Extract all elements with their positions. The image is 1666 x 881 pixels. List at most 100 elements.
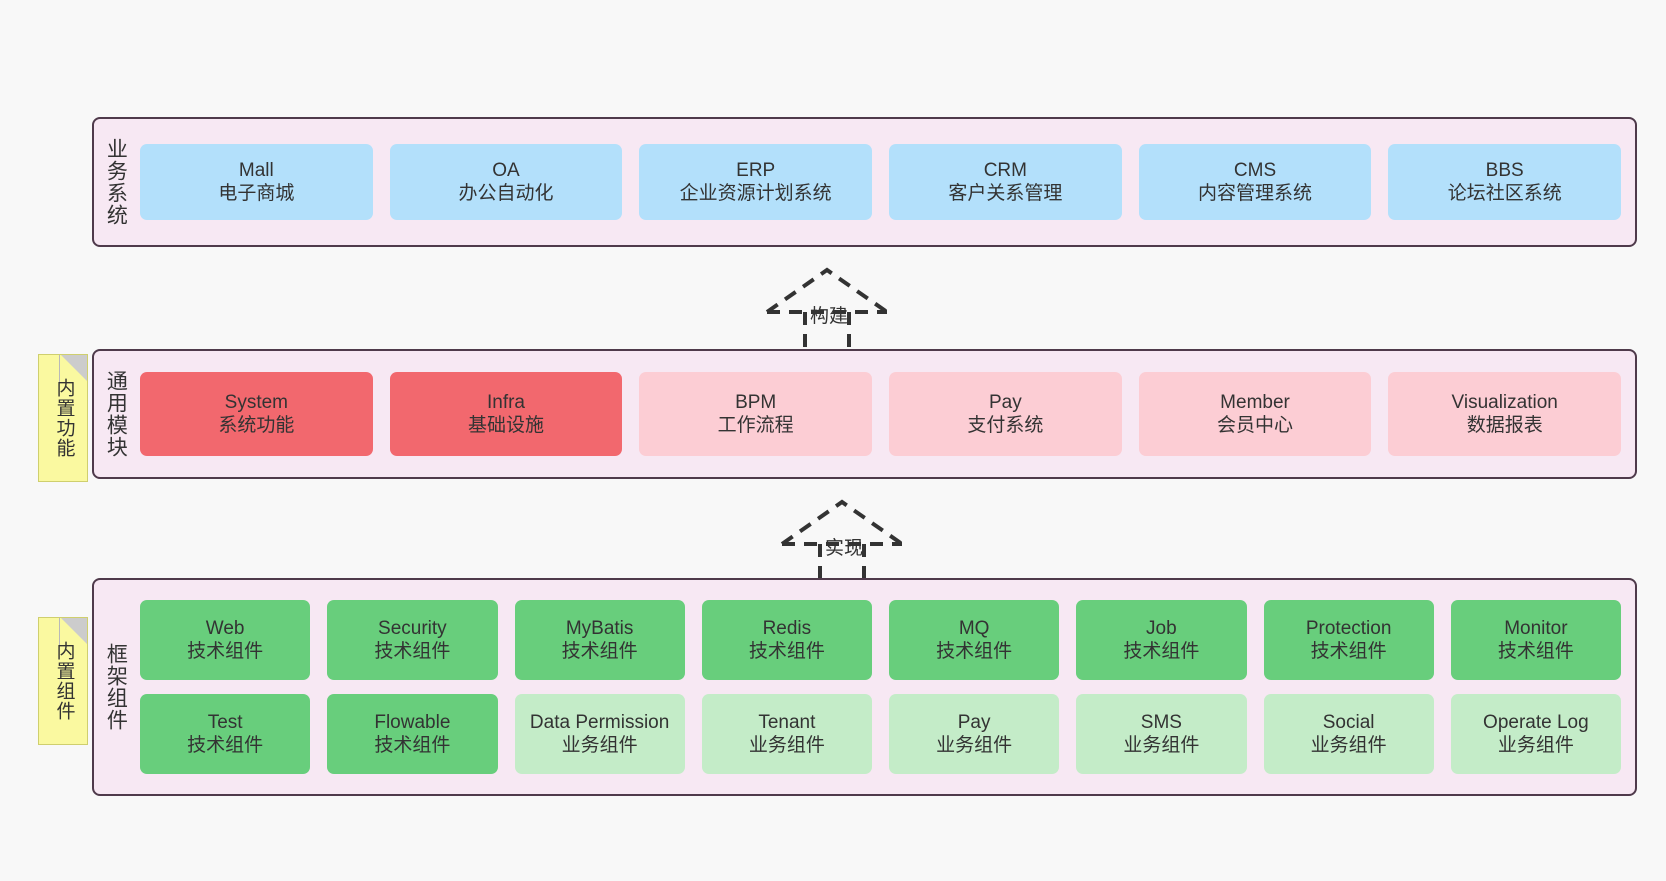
connector-build: 构建 [760,262,970,354]
module-name-cn: 会员中心 [1217,415,1294,436]
module-name-en: MyBatis [565,617,634,639]
module-name-en: ERP [736,159,776,181]
module-box-system[interactable]: System 系统功能 [140,372,373,456]
module-box-bbs[interactable]: BBS 论坛社区系统 [1388,144,1622,220]
layer-framework-components: 框架组件 Web 技术组件 Security 技术组件 MyBatis 技术组件… [92,578,1637,796]
module-name-cn: 技术组件 [936,641,1013,662]
layer-title-business: 业务系统 [104,138,128,226]
module-name-cn: 技术组件 [374,641,451,662]
module-name-en: System [224,391,289,413]
connector-label-implement: 实现 [825,538,864,559]
note-fold-icon [61,618,87,644]
module-name-en: Pay [957,711,991,733]
module-name-en: Infra [486,391,526,413]
module-name-cn: 电子商城 [218,183,295,204]
module-box-pay[interactable]: Pay 支付系统 [889,372,1122,456]
module-name-en: OA [492,159,520,181]
module-name-cn: 技术组件 [374,735,451,756]
module-name-en: CRM [983,159,1027,181]
note-builtin-component: 内置组件 [38,617,88,745]
module-box-erp[interactable]: ERP 企业资源计划系统 [639,144,873,220]
module-name-cn: 业务组件 [748,735,825,756]
module-name-cn: 基础设施 [468,415,545,436]
module-box-operate-log[interactable]: Operate Log 业务组件 [1450,694,1621,774]
module-box-protection[interactable]: Protection 技术组件 [1263,600,1434,680]
module-box-data-permission[interactable]: Data Permission 业务组件 [514,694,685,774]
module-name-cn: 支付系统 [967,415,1044,436]
module-name-cn: 企业资源计划系统 [679,183,832,204]
module-name-cn: 内容管理系统 [1198,183,1313,204]
module-box-sms[interactable]: SMS 业务组件 [1076,694,1247,774]
module-box-tenant[interactable]: Tenant 业务组件 [701,694,872,774]
module-name-cn: 系统功能 [218,415,295,436]
module-name-cn: 办公自动化 [458,183,554,204]
module-name-cn: 技术组件 [748,641,825,662]
note-fold-edge [59,355,87,382]
module-box-crm[interactable]: CRM 客户关系管理 [889,144,1122,220]
module-name-en: Redis [762,617,812,639]
module-name-cn: 工作流程 [717,415,794,436]
module-box-test[interactable]: Test 技术组件 [140,694,311,774]
framework-row-tech: Web 技术组件 Security 技术组件 MyBatis 技术组件 Redi… [140,600,1621,680]
layer-body-common: System 系统功能 Infra 基础设施 BPM 工作流程 Pay 支付系统… [136,351,1635,477]
module-box-member[interactable]: Member 会员中心 [1138,372,1372,456]
module-name-cn: 数据报表 [1466,415,1543,436]
module-name-en: Pay [988,391,1022,413]
module-name-cn: 技术组件 [1123,641,1200,662]
module-name-en: Web [205,617,245,639]
module-box-mall[interactable]: Mall 电子商城 [140,144,373,220]
common-row: System 系统功能 Infra 基础设施 BPM 工作流程 Pay 支付系统… [140,372,1622,456]
module-box-redis[interactable]: Redis 技术组件 [701,600,872,680]
module-name-en: Data Permission [529,711,670,733]
business-row: Mall 电子商城 OA 办公自动化 ERP 企业资源计划系统 CRM 客户关系… [140,144,1622,220]
module-name-cn: 技术组件 [187,641,264,662]
module-name-en: BBS [1485,159,1524,181]
module-name-en: Protection [1305,617,1392,639]
note-label: 内置组件 [53,641,75,721]
layer-common-modules: 通用模块 System 系统功能 Infra 基础设施 BPM 工作流程 Pay… [92,349,1637,479]
layer-body-framework: Web 技术组件 Security 技术组件 MyBatis 技术组件 Redi… [136,580,1635,794]
module-box-web[interactable]: Web 技术组件 [140,600,311,680]
layer-business-systems: 业务系统 Mall 电子商城 OA 办公自动化 ERP 企业资源计划系统 CRM… [92,117,1637,247]
module-name-cn: 技术组件 [1310,641,1387,662]
module-box-oa[interactable]: OA 办公自动化 [389,144,623,220]
module-box-cms[interactable]: CMS 内容管理系统 [1138,144,1372,220]
module-name-en: SMS [1140,711,1182,733]
module-box-flowable[interactable]: Flowable 技术组件 [327,694,498,774]
module-box-social[interactable]: Social 业务组件 [1263,694,1434,774]
module-box-pay-component[interactable]: Pay 业务组件 [889,694,1060,774]
module-name-en: Mall [238,159,274,181]
generalization-triangle-implement [780,499,904,546]
connector-implement: 实现 [775,494,985,586]
module-name-en: MQ [958,617,990,639]
module-name-en: BPM [735,391,777,413]
module-box-security[interactable]: Security 技术组件 [327,600,498,680]
connector-label-build: 构建 [810,306,849,327]
module-name-en: CMS [1233,159,1277,181]
module-name-cn: 业务组件 [1497,735,1574,756]
note-builtin-function: 内置功能 [38,354,88,482]
module-box-job[interactable]: Job 技术组件 [1076,600,1247,680]
layer-title-common: 通用模块 [104,370,128,458]
module-box-monitor[interactable]: Monitor 技术组件 [1450,600,1621,680]
module-name-en: Security [378,617,447,639]
module-box-mq[interactable]: MQ 技术组件 [889,600,1060,680]
module-name-cn: 技术组件 [561,641,638,662]
module-name-en: Social [1322,711,1375,733]
module-box-bpm[interactable]: BPM 工作流程 [639,372,873,456]
module-name-cn: 业务组件 [1310,735,1387,756]
module-name-en: Visualization [1451,391,1558,413]
generalization-triangle-build [765,267,889,314]
module-box-mybatis[interactable]: MyBatis 技术组件 [514,600,685,680]
module-name-cn: 技术组件 [187,735,264,756]
module-name-cn: 客户关系管理 [948,183,1063,204]
module-box-infra[interactable]: Infra 基础设施 [389,372,623,456]
module-name-en: Operate Log [1483,711,1589,733]
note-fold-icon [61,355,87,381]
module-box-visualization[interactable]: Visualization 数据报表 [1388,372,1622,456]
module-name-en: Member [1220,391,1290,413]
module-name-en: Monitor [1504,617,1568,639]
module-name-en: Job [1146,617,1177,639]
layer-title-framework: 框架组件 [104,643,128,731]
